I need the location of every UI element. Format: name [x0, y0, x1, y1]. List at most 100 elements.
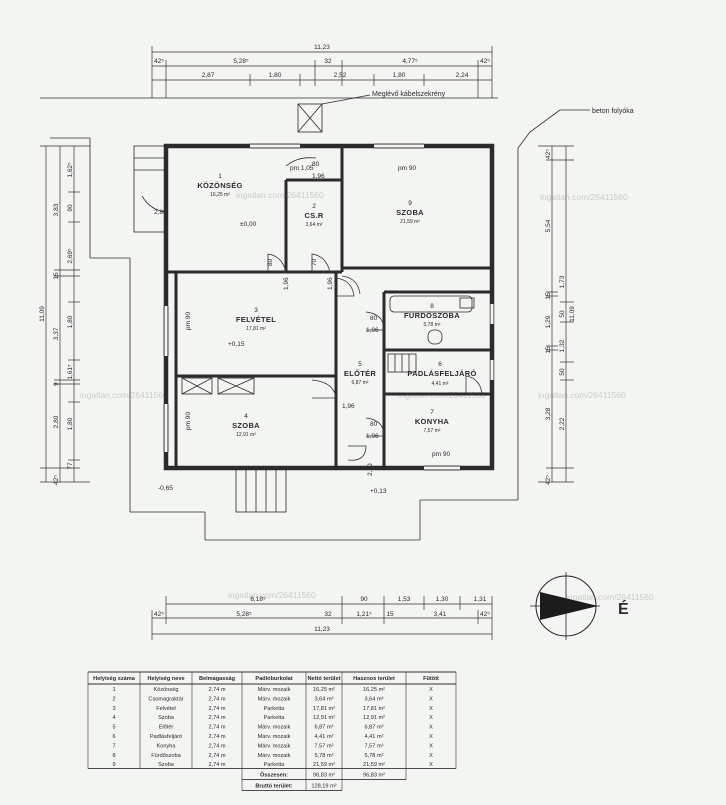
room-number: 2 [312, 203, 316, 210]
top-dimensions: 11,23 42⁵ 5,28⁵ 32 4,77⁵ 42⁵ 2,87 1,80 2… [151, 44, 493, 98]
room-area: 7,57 m² [424, 428, 441, 434]
watermark: ingatlan.com/26411560 [80, 390, 168, 400]
table-header: Fűtött [423, 676, 439, 682]
table-cell: 16,25 m² [313, 687, 335, 693]
table-cell: 2 [112, 696, 115, 702]
table-cell: Márv. mozaik [258, 734, 291, 740]
dim-label: 32 [324, 611, 332, 618]
table-cell: 21,59 m² [313, 762, 335, 768]
dim-label: 77 [67, 462, 74, 470]
dim-label: 15 [53, 272, 60, 280]
room-name: ELŐTÉR [344, 369, 377, 378]
table-cell: Parketta [264, 715, 286, 721]
table-cell: 6,87 m² [315, 725, 334, 731]
dim-left-total: 11,09 [39, 306, 46, 322]
room-number: 1 [218, 173, 222, 180]
table-cell: 5,78 m² [365, 753, 384, 759]
opening-label: pm 1,05 [290, 165, 314, 172]
opening-label: pm 90 [398, 165, 416, 172]
table-cell: X [429, 687, 433, 693]
table-cell: 17,81 m² [363, 706, 385, 712]
table-cell: Parketta [264, 706, 286, 712]
dim-label: 1,53 [398, 596, 411, 603]
dim-label: 1,73 [559, 275, 566, 288]
dim-label: 5,54 [545, 219, 552, 232]
table-cell: 8 [112, 753, 115, 759]
watermark: ingatlan.com/26411560 [228, 590, 316, 600]
dim-label: 1,61⁵ [67, 364, 74, 380]
room-number: 3 [254, 307, 258, 314]
room-number: 4 [244, 413, 248, 420]
table-cell: X [429, 753, 433, 759]
door-label: 1,96 [283, 277, 290, 290]
table-cell: Konyha [157, 743, 177, 749]
room-area: 12,91 m² [236, 432, 256, 438]
table-header: Helyiség száma [93, 676, 136, 682]
table-cell: X [429, 715, 433, 721]
dim-label: 9 [53, 382, 60, 386]
dim-label: 42⁵ [480, 58, 490, 65]
table-cell: 7,57 m² [365, 743, 384, 749]
room-number: 7 [430, 409, 434, 416]
table-cell: Parketta [264, 762, 286, 768]
door-label: 1,96 [312, 173, 325, 180]
table-cell: 4 [112, 715, 115, 721]
table-cell: Márv. mozaik [258, 753, 291, 759]
north-arrow: É [530, 572, 629, 640]
room-area: 21,59 m² [400, 219, 420, 225]
table-cell: 2,74 m [208, 753, 225, 759]
dim-label: 1,31 [474, 596, 487, 603]
table-cell: 16,25 m² [363, 687, 385, 693]
table-cell: 21,59 m² [363, 762, 385, 768]
dim-label: 1,80 [269, 72, 282, 79]
table-cell: 3,64 m² [365, 696, 384, 702]
dim-label: 42⁵ [154, 611, 164, 618]
room-number: 5 [358, 361, 362, 368]
level-mark: +0,13 [370, 488, 387, 495]
dim-label: 2,52 [334, 72, 347, 79]
left-dimensions: 11,09 1,62⁵ 90 2,69⁵ 1,80 1,61⁵ 1,80 77 … [39, 145, 90, 485]
cable-box-note: Meglévő kábelszekrény [372, 91, 446, 98]
level-mark: +0,15 [228, 341, 245, 348]
table-cell: 7,57 m² [315, 743, 334, 749]
dim-label: 1,80 [67, 417, 74, 430]
dim-bottom-total: 11,23 [314, 626, 330, 633]
table-cell: 2,74 m [208, 696, 225, 702]
table-cell: 2,74 m [208, 734, 225, 740]
table-cell: 5 [112, 725, 115, 731]
table-header: Belmagasság [199, 676, 236, 682]
table-gross: 128,19 m² [311, 784, 336, 790]
room-area: 17,81 m² [246, 326, 266, 332]
opening-label: pm 90 [185, 412, 192, 430]
dim-label: 2,87 [202, 72, 215, 79]
dim-label: 1,32 [559, 339, 566, 352]
dim-label: 42⁵ [154, 58, 164, 65]
table-cell: X [429, 762, 433, 768]
room-name: KÖZÖNSÉG [197, 181, 242, 190]
dim-label: 3,37 [53, 327, 60, 340]
dim-label: 1,80 [393, 72, 406, 79]
table-cell: Márv. mozaik [258, 725, 291, 731]
room-area: 6,87 m² [352, 380, 369, 386]
dim-label: 1,30 [436, 596, 449, 603]
table-cell: Fürdőszoba [151, 753, 181, 759]
room-area: 4,41 m² [432, 381, 449, 387]
room-number: 9 [408, 200, 412, 207]
door-label: 80 [370, 315, 378, 322]
right-dimensions: 42⁵ 5,54 15 1,29 15 3,28 42⁵ 1,73 50 1,3… [538, 145, 576, 485]
dim-label: 1,29 [545, 315, 552, 328]
room-area: 5,78 m² [424, 322, 441, 328]
dim-label: 90 [67, 204, 74, 212]
table-cell: Előtér [159, 725, 174, 731]
door-label: 2,80 [154, 209, 167, 216]
dim-label: 1,21⁵ [356, 611, 372, 618]
table-cell: Márv. mozaik [258, 743, 291, 749]
north-label: É [618, 599, 629, 618]
room-name: PADLÁSFELJÁRÓ [407, 369, 476, 378]
watermark: ingatlan.com/26411560 [538, 390, 626, 400]
opening-label: pm 90 [432, 451, 450, 458]
dim-label: 15 [545, 346, 552, 354]
door-label: 80 [370, 421, 378, 428]
level-mark: -0,65 [158, 485, 173, 492]
